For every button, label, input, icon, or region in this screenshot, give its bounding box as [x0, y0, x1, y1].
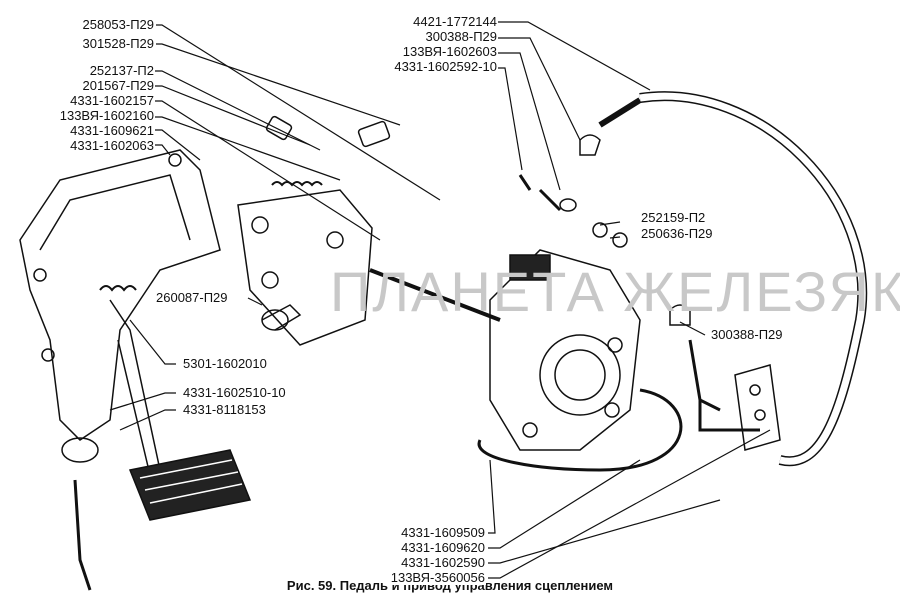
part-label: 5301-1602010	[182, 356, 268, 371]
part-label: 4331-1602063	[69, 138, 155, 153]
push-rod	[369, 268, 501, 322]
part-label: 133ВЯ-1602160	[58, 108, 155, 123]
part-label: 201567-П29	[81, 78, 155, 93]
spring	[99, 285, 137, 292]
part-label: 258053-П29	[81, 17, 155, 32]
brake-tubes	[73, 339, 760, 591]
mounting-plate	[237, 181, 373, 346]
pedal-bracket	[19, 149, 221, 441]
part-label: 4331-1609621	[69, 123, 155, 138]
part-label: 4331-1602157	[69, 93, 155, 108]
bolts	[261, 115, 391, 331]
part-label: 4331-1602590	[400, 555, 486, 570]
part-label: 301528-П29	[81, 36, 155, 51]
part-label: 4331-1609509	[400, 525, 486, 540]
watermark: ПЛАНЕТА ЖЕЛЕЗЯКА	[330, 260, 900, 323]
part-label: 4331-1602592-10	[393, 59, 498, 74]
part-label: 4331-8118153	[182, 402, 267, 417]
fittings-top	[518, 97, 691, 326]
pedal-arm	[61, 299, 252, 521]
leader-lines	[109, 21, 771, 579]
part-label: 252137-П2	[88, 63, 155, 78]
part-label: 260087-П29	[155, 290, 229, 305]
part-label: 252159-П2	[640, 210, 707, 225]
part-label: 300388-П29	[710, 327, 784, 342]
part-label: 4421-1772144	[412, 14, 498, 29]
part-label: 133ВЯ-3560056	[389, 570, 486, 585]
tee-block	[734, 364, 781, 451]
part-label: 300388-П29	[424, 29, 498, 44]
part-label: 4331-1602510-10	[182, 385, 287, 400]
part-label: 4331-1609620	[400, 540, 486, 555]
clutch-booster	[489, 249, 641, 451]
part-label: 250636-П29	[640, 226, 714, 241]
figure-caption: Рис. 59. Педаль и привод управления сцеп…	[286, 578, 614, 593]
part-label: 133ВЯ-1602603	[401, 44, 498, 59]
